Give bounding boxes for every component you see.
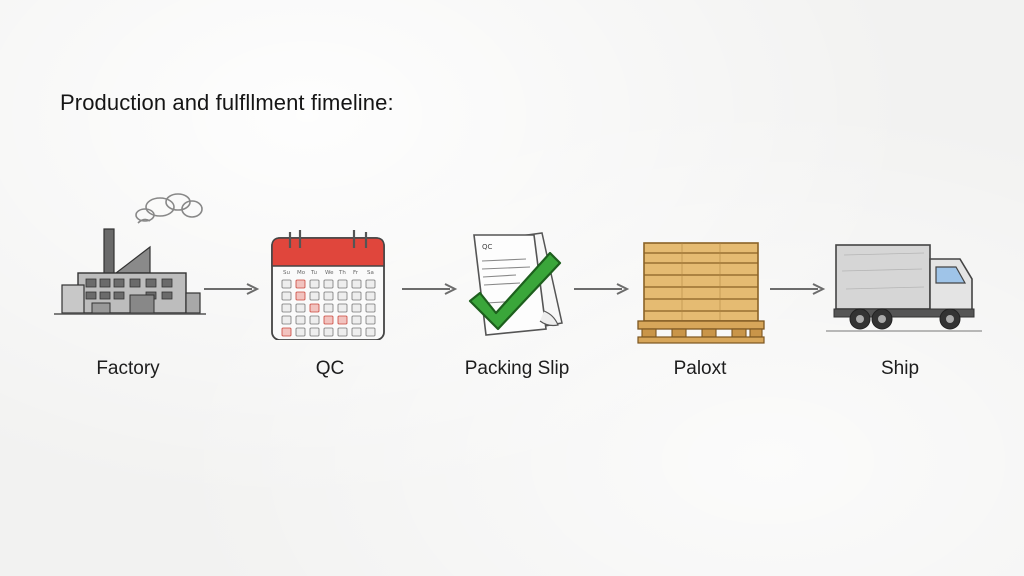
- weekday-tu: Tu: [310, 270, 317, 276]
- step-ship: [824, 215, 984, 375]
- calendar-day-cell: [281, 315, 292, 325]
- packing-slip-heading: QC: [482, 243, 493, 251]
- calendar-day-cell: [351, 327, 362, 337]
- pallet-icon: [637, 242, 765, 344]
- factory-icon: [54, 193, 206, 315]
- calendar-day-cell: [281, 291, 292, 301]
- calendar-day-cell: [337, 279, 348, 289]
- calendar-day-cell: [351, 303, 362, 313]
- step-label-packing-slip: Packing Slip: [464, 358, 570, 379]
- step-label-qc: QC: [315, 358, 345, 379]
- step-label-factory: Factory: [96, 358, 160, 379]
- calendar-day-cell: [337, 303, 348, 313]
- weekday-sa: Sa: [367, 270, 374, 276]
- calendar-day-cell: [323, 327, 334, 337]
- calendar-day-cell: [323, 315, 334, 325]
- calendar-day-cell: [281, 327, 292, 337]
- calendar-day-cell: [337, 291, 348, 301]
- calendar-icon: Su Mo Tu We Th Fr Sa: [271, 230, 385, 340]
- calendar-day-cell: [365, 327, 376, 337]
- arrow-3: [574, 282, 630, 296]
- step-packing-slip: QC: [446, 215, 606, 375]
- calendar-day-cell: [295, 291, 306, 301]
- calendar-day-cell: [281, 303, 292, 313]
- calendar-day-cell: [309, 303, 320, 313]
- weekday-we: We: [325, 270, 334, 276]
- calendar-day-cell: [351, 315, 362, 325]
- calendar-day-cell: [281, 279, 292, 289]
- calendar-day-cell: [309, 327, 320, 337]
- arrow-2: [402, 282, 458, 296]
- calendar-day-cell: [309, 315, 320, 325]
- calendar-day-cell: [323, 303, 334, 313]
- weekday-su: Su: [283, 270, 290, 276]
- calendar-day-cell: [295, 327, 306, 337]
- calendar-day-cell: [323, 291, 334, 301]
- step-pallet: [624, 225, 784, 385]
- calendar-day-cell: [365, 303, 376, 313]
- weekday-mo: Mo: [297, 270, 306, 276]
- calendar-day-cell: [309, 291, 320, 301]
- weekday-fr: Fr: [353, 270, 359, 276]
- calendar-day-cell: [309, 279, 320, 289]
- calendar-day-cell: [351, 279, 362, 289]
- packing-slip-check-icon: QC: [468, 232, 563, 336]
- truck-icon: [826, 244, 982, 332]
- step-factory: [50, 185, 210, 345]
- step-label-pallet: Paloxt: [673, 358, 727, 379]
- calendar-day-cell: [337, 315, 348, 325]
- step-label-ship: Ship: [880, 358, 920, 379]
- diagram-title: Production and fulfllment fimeline:: [60, 90, 394, 115]
- calendar-day-cell: [365, 279, 376, 289]
- calendar-day-cell: [295, 315, 306, 325]
- calendar-day-cell: [337, 327, 348, 337]
- arrow-1: [204, 282, 260, 296]
- weekday-th: Th: [338, 270, 346, 276]
- step-qc: Su Mo Tu We Th Fr Sa: [252, 210, 412, 370]
- calendar-day-cell: [365, 291, 376, 301]
- calendar-day-cell: [351, 291, 362, 301]
- calendar-day-cell: [295, 279, 306, 289]
- calendar-day-cell: [365, 315, 376, 325]
- arrow-4: [770, 282, 826, 296]
- calendar-day-cell: [323, 279, 334, 289]
- calendar-day-cell: [295, 303, 306, 313]
- calendar-grid: [281, 279, 376, 337]
